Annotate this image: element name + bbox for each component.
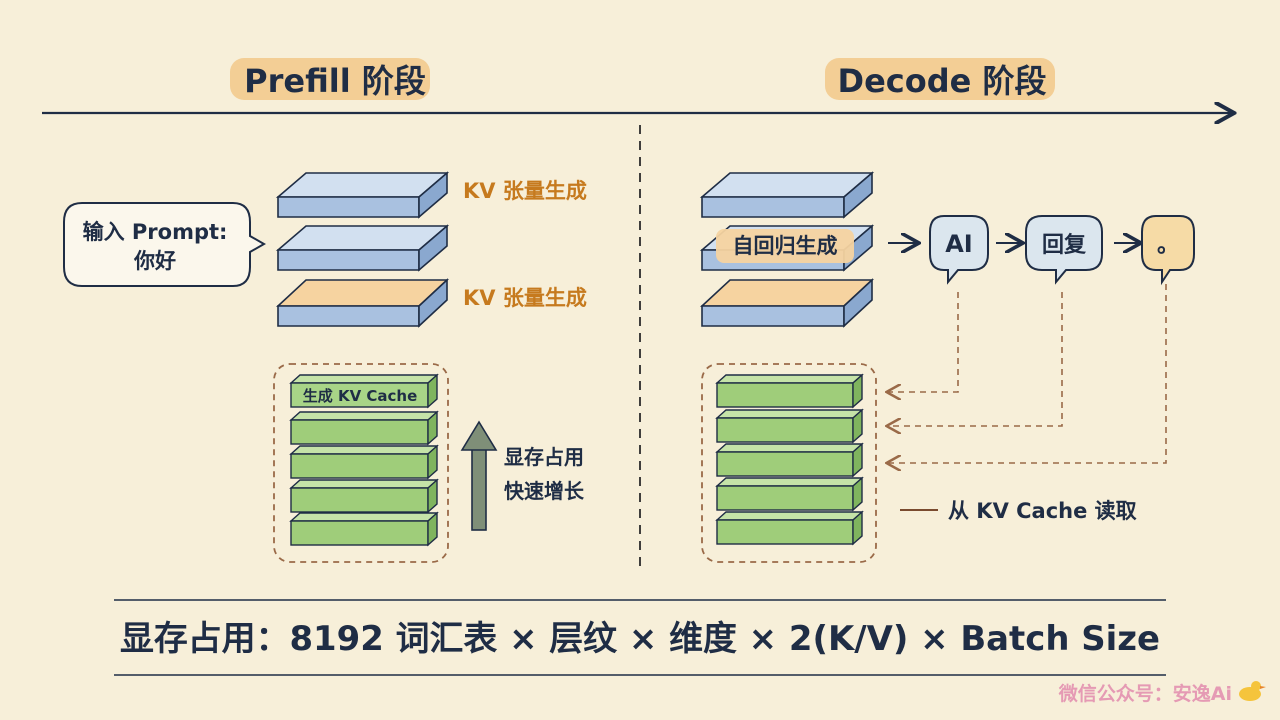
prefill-cache-layer-1	[289, 373, 439, 409]
decode-layer-blue-top	[699, 171, 875, 219]
svg-text:回复: 回复	[1042, 232, 1087, 258]
svg-text:Decode 阶段: Decode 阶段	[838, 62, 1047, 100]
watermark-text: 微信公众号：安逸Ai	[1058, 682, 1232, 705]
prefill-cache-layer-4	[289, 478, 439, 514]
prefill-cache-layer-2	[289, 410, 439, 446]
kv-label-top: KV 张量生成	[463, 179, 587, 203]
growth-label-line1: 显存占用	[504, 445, 584, 469]
prefill-cache-layer-3	[289, 444, 439, 480]
decode-cache-layer-3	[715, 442, 864, 478]
svg-text:AI: AI	[945, 230, 973, 258]
read-cache-label: 从 KV Cache 读取	[948, 499, 1137, 523]
decode-cache-layer-5	[715, 510, 864, 546]
prefill-phase-title: Prefill 阶段	[230, 58, 430, 100]
memory-formula: 显存占用：8192 词汇表 × 层纹 × 维度 × 2(K/V) × Batch…	[120, 619, 1160, 659]
prefill-input-layers	[275, 171, 450, 328]
growth-up-arrow	[460, 420, 498, 531]
decode-phase-title: Decode 阶段	[825, 58, 1055, 100]
prefill-cache-layer-5	[289, 511, 439, 547]
kv-label-bottom: KV 张量生成	[463, 286, 587, 310]
decode-cache-layer-2	[715, 408, 864, 444]
svg-text:。: 。	[1157, 233, 1179, 258]
decode-cache-stack	[715, 373, 864, 546]
readback-line-1	[888, 292, 959, 392]
prefill-cache-stack	[289, 373, 439, 547]
decode-layer-orange	[699, 278, 875, 328]
svg-text:输入 Prompt:: 输入 Prompt:	[83, 220, 228, 244]
svg-text:Prefill 阶段: Prefill 阶段	[244, 62, 426, 100]
prefill-layer-blue-top	[275, 171, 450, 219]
prefill-layer-orange	[275, 278, 450, 328]
prefill-cache-frame	[273, 363, 449, 563]
decode-cache-layer-1	[715, 373, 864, 409]
svg-text:你好: 你好	[133, 249, 176, 273]
token-bubble-ai: AI	[929, 215, 989, 285]
cache-stack-label: 生成 KV Cache	[303, 387, 418, 405]
decode-cache-layer-4	[715, 476, 864, 512]
readback-line-2	[888, 292, 1063, 426]
prompt-bubble: 输入 Prompt: 你好	[63, 202, 267, 287]
svg-text:自回归生成: 自回归生成	[733, 234, 838, 258]
decode-cache-frame	[701, 363, 877, 563]
duck-icon	[1239, 681, 1266, 701]
growth-label-line2: 快速增长	[504, 479, 585, 503]
readback-line-3	[888, 284, 1167, 463]
autoregressive-label: 自回归生成	[716, 229, 854, 263]
prefill-layer-blue-middle	[275, 224, 450, 272]
token-bubble-reply: 回复	[1025, 215, 1103, 285]
token-bubble-period: 。	[1141, 215, 1195, 286]
